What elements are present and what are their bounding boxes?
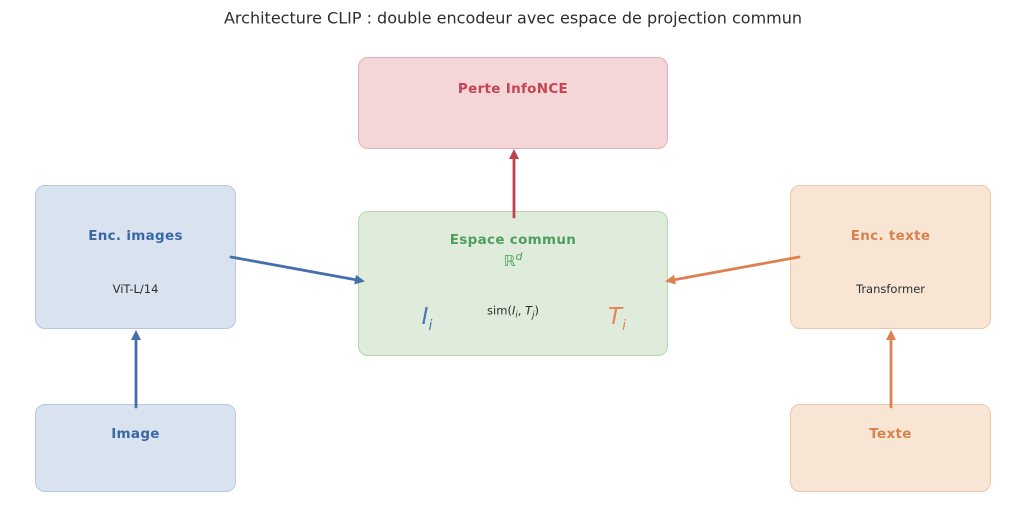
text-embedding-symbol: Ti	[608, 304, 626, 334]
text-encoder-sublabel: Transformer	[855, 282, 926, 296]
sim-prefix: sim(	[487, 303, 512, 318]
image-encoder-box: Enc. images ViT-L/14	[35, 185, 236, 329]
sim-t-subscript: j	[532, 310, 535, 321]
image-encoder-label: Enc. images	[88, 228, 183, 244]
image-encoder-sublabel: ViT-L/14	[112, 282, 159, 296]
sim-i-base: I	[511, 303, 516, 318]
sim-i-subscript: i	[515, 310, 518, 321]
image-input-label: Image	[111, 426, 160, 442]
diagram-title: Architecture CLIP : double encodeur avec…	[223, 8, 803, 28]
text-encoder-box: Enc. texte Transformer	[790, 185, 991, 329]
common-space-box: Espace commun ℝd Ii sim(Ii, Tj) Ti	[358, 211, 668, 356]
image-input-box: Image	[35, 404, 236, 492]
dimension-exponent: d	[515, 250, 523, 263]
similarity-formula: sim(Ii, Tj)	[487, 303, 539, 320]
infonce-loss-label: Perte InfoNCE	[457, 81, 569, 97]
dimension-set-symbol: ℝ	[503, 252, 516, 270]
sim-separator: ,	[517, 303, 526, 318]
sim-suffix: )	[534, 303, 539, 318]
image-embedding-subscript: i	[428, 317, 433, 334]
arrow-image-encoder-to-common-space	[229, 255, 365, 285]
text-encoder-label: Enc. texte	[850, 228, 931, 244]
image-embedding-base: I	[421, 304, 429, 331]
arrow-text-encoder-to-common-space	[665, 255, 801, 285]
common-space-dimension: ℝd	[504, 250, 523, 270]
text-embedding-base: T	[608, 304, 623, 331]
common-space-label: Espace commun	[449, 232, 577, 248]
infonce-loss-box: Perte InfoNCE	[358, 57, 668, 149]
sim-t-base: T	[525, 303, 533, 318]
text-embedding-subscript: i	[622, 317, 626, 334]
text-input-box: Texte	[790, 404, 991, 492]
text-input-label: Texte	[869, 426, 912, 442]
image-embedding-symbol: Ii	[422, 304, 433, 334]
